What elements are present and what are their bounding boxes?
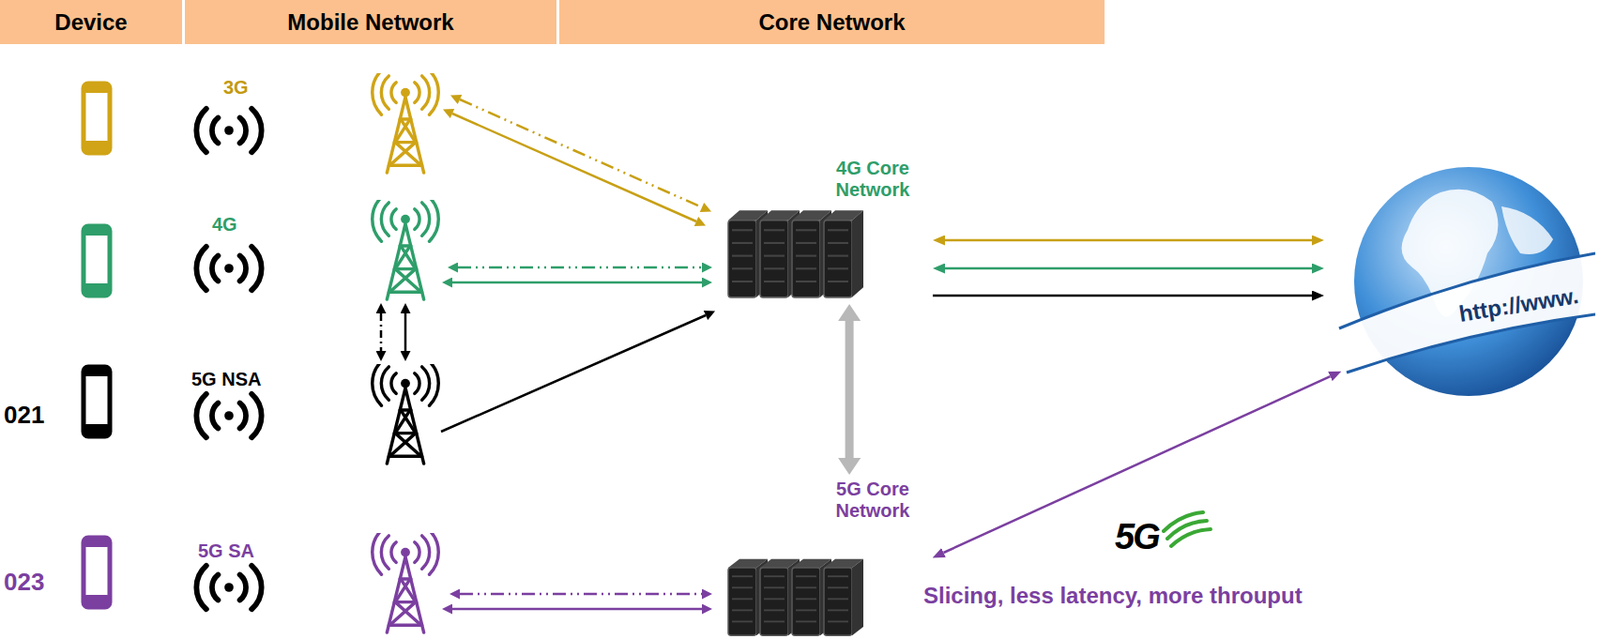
core-server: 4G Core Network [722, 157, 930, 301]
signal-icon [196, 108, 261, 153]
tower-icon [372, 70, 440, 173]
core-label: 4G Core Network [816, 157, 930, 201]
server-rack [722, 555, 864, 639]
internet-globe: http://www. [1327, 164, 1596, 399]
column-heading: Device [54, 9, 127, 36]
logo-arcs [1163, 512, 1211, 547]
tower-icon [372, 361, 440, 464]
core-server: 5G Core Network [722, 478, 930, 639]
year-label: 023 [3, 568, 45, 596]
server-rack [722, 206, 864, 301]
globe-icon [1327, 164, 1596, 399]
logo-text: 5G [1114, 518, 1159, 558]
phone-icon [83, 366, 110, 437]
header-cell: Device [0, 0, 183, 45]
generation-label: 5G SA [198, 540, 255, 562]
network-link [845, 320, 854, 458]
generation-label: 3G [223, 76, 249, 98]
core-label: 5G Core Network [816, 478, 930, 522]
signal-icon [196, 565, 261, 610]
phone-icon [83, 226, 110, 296]
feature-note: Slicing, less latency, more throuput [923, 583, 1303, 609]
header-cell: Mobile Network [184, 0, 557, 45]
network-link [944, 239, 1312, 243]
column-heading: Mobile Network [287, 9, 454, 36]
column-heading: Core Network [758, 9, 905, 36]
phone-icon [83, 537, 110, 608]
generation-label: 5G NSA [191, 368, 261, 390]
radio-link [380, 99, 706, 610]
year-label: 021 [3, 401, 45, 429]
generation-label: 4G [212, 213, 238, 235]
signal-icon [196, 394, 261, 438]
tower-icon [372, 530, 440, 633]
signal-icon [196, 246, 261, 290]
header-cell: Core Network [559, 0, 1105, 45]
phone-icon [83, 83, 110, 153]
network-link [932, 294, 1312, 298]
tower-icon [372, 197, 440, 300]
network-link [944, 267, 1312, 271]
